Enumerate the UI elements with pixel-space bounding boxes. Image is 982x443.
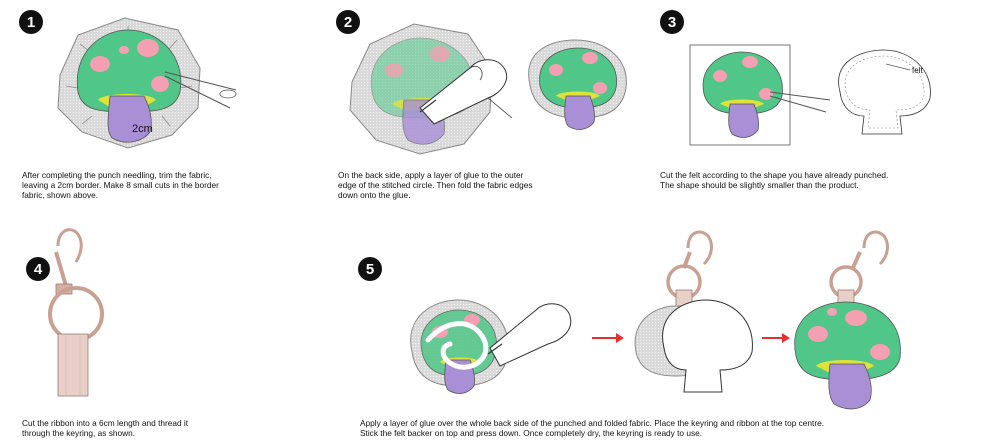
step-4-caption: Cut the ribbon into a 6cm length and thr… [22, 418, 282, 438]
step-1-caption: After completing the punch needling, tri… [22, 170, 282, 200]
step-5-caption: Apply a layer of glue over the whole bac… [360, 418, 970, 438]
step-4-illustration [50, 230, 102, 396]
step-3-caption: Cut the felt according to the shape you … [660, 170, 970, 190]
step-3-felt-label: felt [912, 66, 923, 75]
step-2-caption: On the back side, apply a layer of glue … [338, 170, 598, 200]
step-2-illustration [350, 24, 626, 154]
step-1-measure-label: 2cm [132, 123, 153, 135]
step-5-illustration [411, 232, 901, 409]
step-3-illustration [690, 45, 930, 145]
